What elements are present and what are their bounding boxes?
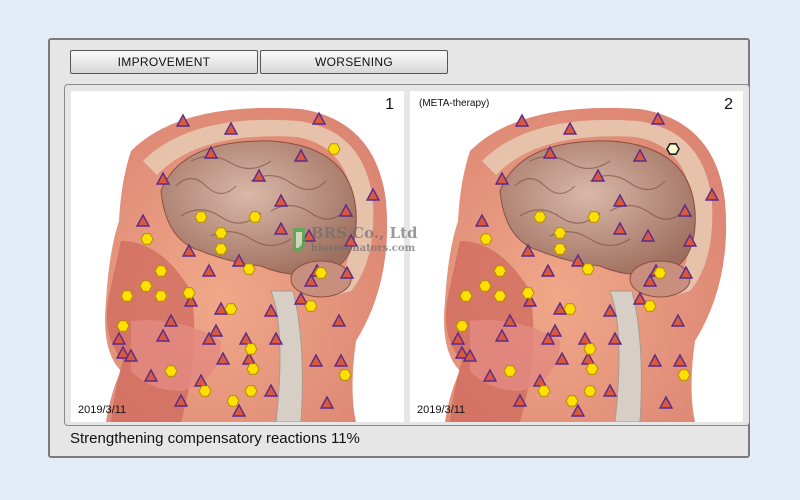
app-window: IMPROVEMENT WORSENING 1 2019/3/11 (META-… bbox=[48, 38, 750, 458]
scan-panel-2[interactable]: (META-therapy) 2 2019/3/11 bbox=[410, 91, 743, 422]
panel-date: 2019/3/11 bbox=[78, 404, 127, 416]
head-scan-image bbox=[444, 107, 727, 422]
panel-number: 1 bbox=[385, 96, 394, 113]
head-scan-image bbox=[105, 107, 388, 422]
tab-improvement[interactable]: IMPROVEMENT bbox=[70, 50, 258, 74]
tab-worsening[interactable]: WORSENING bbox=[260, 50, 448, 74]
panel-label: (META-therapy) bbox=[419, 98, 490, 109]
scan-panel-1[interactable]: 1 2019/3/11 bbox=[71, 91, 404, 422]
panel-date: 2019/3/11 bbox=[417, 404, 466, 416]
tab-bar: IMPROVEMENT WORSENING bbox=[70, 50, 448, 74]
status-text: Strengthening compensatory reactions 11% bbox=[70, 430, 360, 447]
panel-number: 2 bbox=[724, 96, 733, 113]
content-area: 1 2019/3/11 (META-therapy) 2 2019/3/11 bbox=[64, 84, 750, 426]
